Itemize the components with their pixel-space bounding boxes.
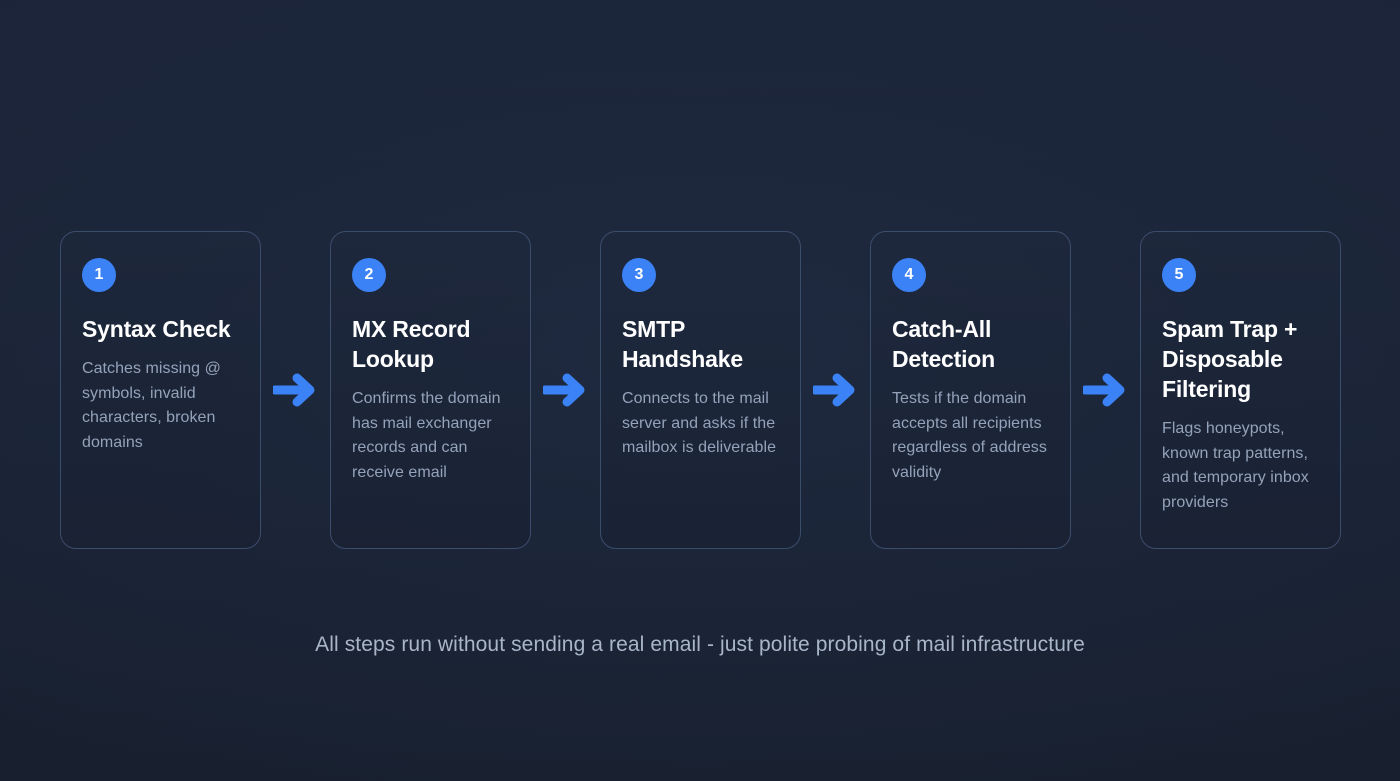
step-card-4[interactable]: 4 Catch-All Detection Tests if the domai… [870,231,1071,549]
step-title-1: Syntax Check [82,316,231,342]
step-description-2: Confirms the domain has mail exchanger r… [352,390,501,481]
step-number-badge-1: 1 [82,258,116,292]
arrow-right-icon [272,368,319,412]
step-title-3: SMTP Handshake [622,316,743,372]
step-card-3[interactable]: 3 SMTP Handshake Connects to the mail se… [600,231,801,549]
step-number-badge-4: 4 [892,258,926,292]
step-card-2[interactable]: 2 MX Record Lookup Confirms the domain h… [330,231,531,549]
step-number-badge-3: 3 [622,258,656,292]
step-description-1: Catches missing @ symbols, invalid chara… [82,360,221,451]
step-number-badge-5: 5 [1162,258,1196,292]
step-title-2: MX Record Lookup [352,316,471,372]
step-description-4: Tests if the domain accepts all recipien… [892,390,1047,481]
footer-caption: All steps run without sending a real ema… [315,633,1085,656]
step-card-1[interactable]: 1 Syntax Check Catches missing @ symbols… [60,231,261,549]
step-card-5[interactable]: 5 Spam Trap + Disposable Filtering Flags… [1140,231,1341,549]
step-number-badge-2: 2 [352,258,386,292]
connector-1-to-2 [261,231,330,549]
step-description-5: Flags honeypots, known trap patterns, an… [1162,420,1309,511]
verification-flow: 1 Syntax Check Catches missing @ symbols… [60,231,1341,549]
arrow-right-icon [1082,368,1129,412]
arrow-right-icon [812,368,859,412]
arrow-right-icon [542,368,589,412]
step-title-4: Catch-All Detection [892,316,995,372]
step-title-5: Spam Trap + Disposable Filtering [1162,316,1298,402]
connector-4-to-5 [1071,231,1140,549]
connector-2-to-3 [531,231,600,549]
step-description-3: Connects to the mail server and asks if … [622,390,777,456]
connector-3-to-4 [801,231,870,549]
